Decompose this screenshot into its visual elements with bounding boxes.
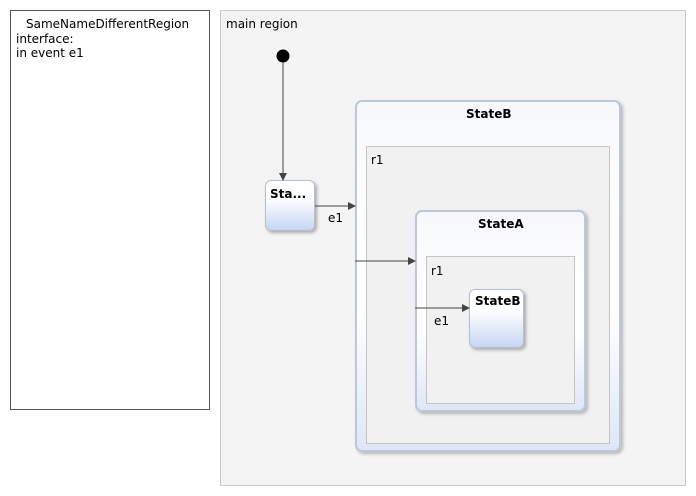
state-a-composite-title: StateA xyxy=(478,217,524,231)
interface-label: interface: xyxy=(16,32,74,46)
event-declaration: in event e1 xyxy=(16,46,84,60)
definition-section xyxy=(10,10,210,410)
state-a-outer-title: Sta... xyxy=(270,187,307,201)
state-a-outer[interactable] xyxy=(265,180,315,231)
transition-label-inner: e1 xyxy=(434,314,450,328)
main-region-label: main region xyxy=(226,17,298,31)
initial-state-node[interactable] xyxy=(276,49,290,63)
state-a-region-label: r1 xyxy=(431,264,444,278)
statechart-name: SameNameDifferentRegion xyxy=(26,17,190,31)
state-b-inner[interactable] xyxy=(469,289,524,348)
transition-label-outer: e1 xyxy=(328,211,344,225)
state-b-inner-title: StateB xyxy=(475,294,521,308)
state-b-composite-title: StateB xyxy=(466,107,512,121)
state-b-region-label: r1 xyxy=(371,153,384,167)
